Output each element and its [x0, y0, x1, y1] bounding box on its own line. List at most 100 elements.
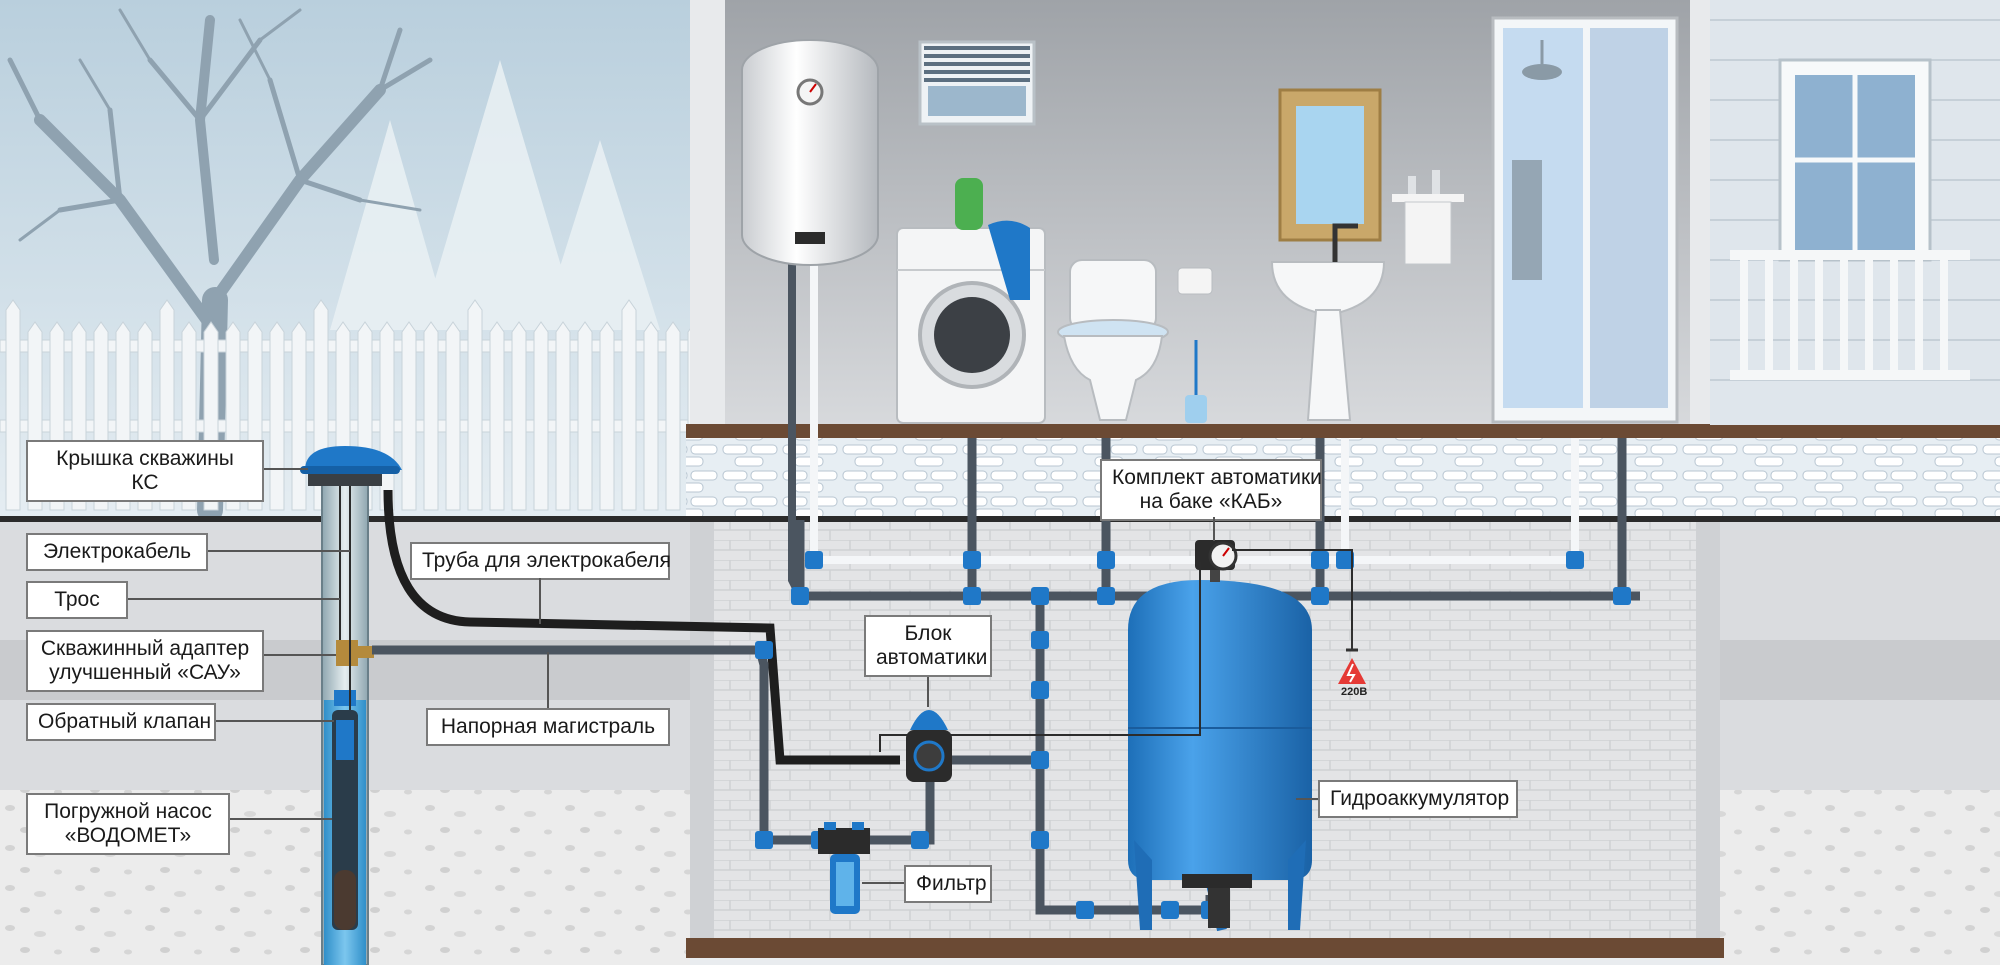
voltage-label-text: 220В	[1341, 686, 1368, 698]
cable-pipe	[383, 489, 900, 765]
label-automation-kit: Комплект автоматики на баке «КАБ»	[1100, 459, 1322, 521]
fence-picket	[511, 321, 527, 511]
label-pump: Погружной насос «ВОДОМЕТ»	[26, 793, 230, 855]
leader-control-block	[927, 677, 929, 707]
bare-tree	[7, 8, 433, 523]
pipe-fitting	[755, 641, 773, 659]
pipe-fitting	[1097, 587, 1115, 605]
accumulator-tank-icon	[1128, 580, 1312, 932]
label-automation-kit-line2: на баке «КАБ»	[1139, 490, 1283, 513]
fence-picket	[665, 321, 681, 511]
pipe-fitting	[1031, 831, 1049, 849]
fence-picket	[577, 321, 593, 511]
leader-automation-kit	[1213, 517, 1215, 541]
pipe-fitting	[1031, 587, 1049, 605]
pipe-fitting	[1311, 551, 1329, 569]
pipe-fitting	[911, 831, 929, 849]
leader-power-cable	[208, 550, 350, 552]
label-pressure-line: Напорная магистраль	[426, 708, 670, 746]
pipe-fitting	[805, 551, 823, 569]
pressure-switch-icon	[1195, 540, 1238, 582]
bathroom-window-icon	[918, 40, 1036, 126]
submersible-pump-icon	[332, 710, 358, 930]
label-accumulator-text: Гидроаккумулятор	[1330, 787, 1510, 810]
fence-picket	[533, 321, 549, 511]
toilet-icon	[1057, 259, 1169, 421]
mirror-icon	[1278, 88, 1382, 242]
water-heater-icon	[741, 39, 879, 266]
fence-picket	[621, 299, 637, 511]
label-filter: Фильтр	[904, 865, 992, 903]
label-rope-text: Трос	[54, 588, 100, 611]
label-check-valve-text: Обратный клапан	[38, 710, 212, 733]
pipe-fitting	[963, 587, 981, 605]
label-control-block-line2: автоматики	[876, 646, 988, 669]
well-adapter-icon	[336, 640, 374, 666]
ground	[0, 522, 2000, 965]
label-well-adapter-line2: улучшенный «САУ»	[49, 661, 241, 684]
filter-icon	[818, 822, 870, 914]
shower-cabin-icon	[1491, 16, 1679, 424]
label-cable-pipe: Труба для электрокабеля	[410, 542, 671, 580]
leader-well-cap	[264, 468, 308, 470]
label-control-block: Блок автоматики	[864, 615, 992, 677]
leader-pump	[230, 818, 332, 820]
hot-water-pipe	[810, 260, 1579, 564]
fence-picket	[489, 321, 505, 511]
label-rope: Трос	[26, 581, 128, 619]
leader-pressure-line	[547, 652, 549, 708]
washing-machine-icon	[896, 178, 1046, 424]
fence-picket	[467, 299, 483, 511]
leader-cable-pipe	[539, 578, 541, 624]
control-block-icon	[906, 710, 952, 782]
label-accumulator: Гидроаккумулятор	[1318, 780, 1518, 818]
voltage-label: 220В	[1341, 686, 1367, 698]
leader-check-valve	[216, 720, 334, 722]
pipe-fitting	[755, 831, 773, 849]
toilet-paper-icon	[1177, 267, 1213, 295]
leader-accumulator	[1296, 798, 1318, 800]
label-pressure-line-text: Напорная магистраль	[440, 715, 656, 738]
pipe-fitting	[1076, 901, 1094, 919]
pipe-fitting	[1031, 681, 1049, 699]
leader-rope	[128, 598, 340, 600]
pipe-fitting	[1097, 551, 1115, 569]
fence-picket	[269, 321, 285, 511]
pipe-fitting	[963, 551, 981, 569]
check-valve-icon	[334, 690, 356, 706]
sink-icon	[1270, 223, 1386, 421]
bathroom-shelf-icon	[1392, 170, 1464, 265]
leader-filter	[862, 882, 904, 884]
label-automation-kit-line1: Комплект автоматики	[1112, 466, 1322, 489]
high-voltage-icon	[1338, 630, 1366, 684]
fence-picket	[643, 321, 659, 511]
label-pump-line1: Погружной насос	[44, 800, 212, 823]
pipe-fitting	[791, 587, 809, 605]
label-well-adapter: Скважинный адаптер улучшенный «САУ»	[26, 630, 264, 692]
fence-picket	[291, 321, 307, 511]
label-filter-text: Фильтр	[916, 872, 987, 895]
fence-picket	[555, 321, 571, 511]
fence-picket	[5, 299, 21, 511]
label-power-cable-text: Электрокабель	[42, 540, 192, 563]
pipe-fitting	[1336, 551, 1354, 569]
label-well-cap: Крышка скважины КС	[26, 440, 264, 502]
label-well-cap-line2: КС	[131, 471, 159, 494]
label-well-cap-line1: Крышка скважины	[56, 447, 234, 470]
label-cable-pipe-text: Труба для электрокабеля	[422, 549, 671, 572]
pipe-fitting	[1031, 751, 1049, 769]
pipe-fitting	[1031, 631, 1049, 649]
automation-cable	[879, 549, 1353, 752]
well-cable-lines	[339, 486, 351, 710]
pipe-fitting	[1311, 587, 1329, 605]
label-check-valve: Обратный клапан	[26, 703, 216, 741]
leader-well-adapter	[264, 654, 336, 656]
toilet-brush-icon	[1185, 340, 1207, 423]
pipe-fitting	[1566, 551, 1584, 569]
fence-picket	[599, 321, 615, 511]
house-exterior	[1710, 0, 2000, 425]
pipe-fitting	[1613, 587, 1631, 605]
fence-picket	[423, 321, 439, 511]
label-control-block-line1: Блок	[904, 622, 952, 645]
pipe-fitting	[1161, 901, 1179, 919]
